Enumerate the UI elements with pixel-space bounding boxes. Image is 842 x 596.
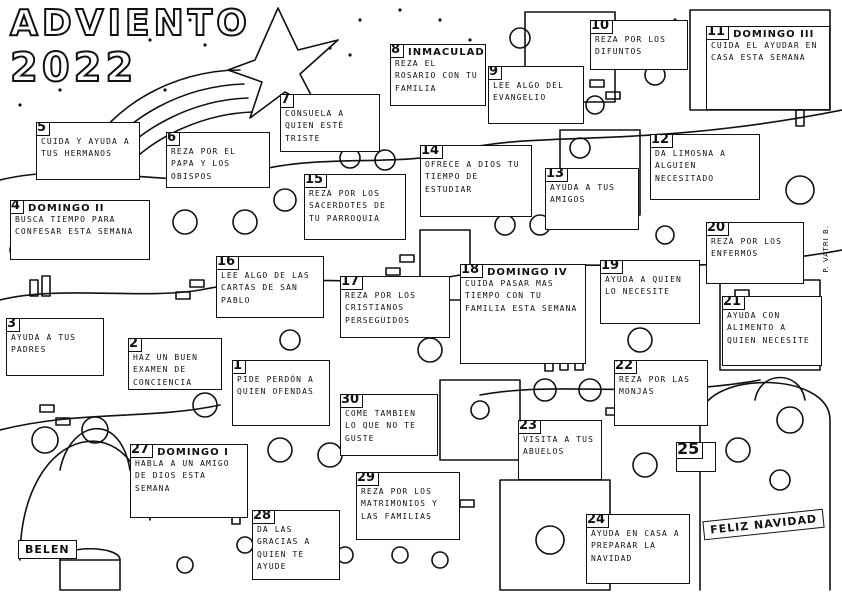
day-task: AYUDA A QUIEN LO NECESITE [605, 275, 682, 297]
day-task: CUIDA Y AYUDA A TUS HERMANOS [41, 137, 130, 159]
day-number: 14 [421, 146, 444, 159]
day-card-14: 14 OFRECE A DIOS TU TIEMPO DE ESTUDIAR [420, 145, 532, 217]
day-number: 11 [707, 27, 730, 40]
day-number: 17 [341, 277, 364, 290]
day-task: REZA POR EL PAPA Y LOS OBISPOS [171, 147, 237, 181]
day-card-7: 7 CONSUELA A QUIEN ESTÉ TRISTE [280, 94, 380, 152]
day-task: AYUDA A TUS PADRES [11, 333, 77, 355]
day-card-25: 25 [676, 442, 716, 472]
sunday-label: DOMINGO II [28, 203, 105, 214]
day-card-28: 28 DA LAS GRACIAS A QUIEN TE AYUDE [252, 510, 340, 580]
sunday-label: DOMINGO I [157, 447, 229, 458]
day-task: AYUDA EN CASA A PREPARAR LA NAVIDAD [591, 529, 680, 563]
day-card-10: 10 REZA POR LOS DIFUNTOS [590, 20, 688, 70]
day-card-6: 6 REZA POR EL PAPA Y LOS OBISPOS [166, 132, 270, 188]
day-card-15: 15 REZA POR LOS SACERDOTES DE TU PARROQU… [304, 174, 406, 240]
day-card-9: 9 LEE ALGO DEL EVANGELIO [488, 66, 584, 124]
sunday-label: DOMINGO IV [487, 267, 568, 278]
day-number: 16 [217, 257, 240, 270]
day-task: REZA POR LOS MATRIMONIOS Y LAS FAMILIAS [361, 487, 438, 521]
day-number: 6 [167, 133, 181, 146]
day-task: DA LAS GRACIAS A QUIEN TE AYUDE [257, 525, 311, 572]
day-card-3: 3 AYUDA A TUS PADRES [6, 318, 104, 376]
day-card-30: 30 COME TAMBIEN LO QUE NO TE GUSTE [340, 394, 438, 456]
day-number: 8 [391, 45, 405, 58]
day-number: 19 [601, 261, 624, 274]
day-number: 22 [615, 361, 638, 374]
calendar-title: ADVIENTO 2022 [9, 3, 251, 91]
day-number: 29 [357, 473, 380, 486]
day-task: HAZ UN BUEN EXAMEN DE CONCIENCIA [133, 353, 199, 387]
day-task: LEE ALGO DE LAS CARTAS DE SAN PABLO [221, 271, 310, 305]
day-task: REZA POR LOS ENFERMOS [711, 237, 782, 259]
day-number: 21 [723, 297, 746, 310]
day-card-17: 17 REZA POR LOS CRISTIANOS PERSEGUIDOS [340, 276, 450, 338]
day-task: REZA POR LOS CRISTIANOS PERSEGUIDOS [345, 291, 416, 325]
day-card-21: 21 AYUDA CON ALIMENTO A QUIEN NECESITE [722, 296, 822, 366]
day-card-22: 22 REZA POR LAS MONJAS [614, 360, 708, 426]
day-task: REZA POR LOS SACERDOTES DE TU PARROQUIA [309, 189, 386, 223]
day-card-16: 16 LEE ALGO DE LAS CARTAS DE SAN PABLO [216, 256, 324, 318]
title-line-1: ADVIENTO [9, 3, 251, 44]
day-task: HABLA A UN AMIGO DE DIOS ESTA SEMANA [135, 459, 230, 493]
day-number: 12 [651, 135, 674, 148]
day-number: 10 [591, 21, 614, 34]
day-task: REZA POR LAS MONJAS [619, 375, 690, 397]
day-task: REZA POR LOS DIFUNTOS [595, 35, 666, 57]
day-card-19: 19 AYUDA A QUIEN LO NECESITE [600, 260, 700, 324]
day-card-12: 12 DA LIMOSNA A ALGUIEN NECESITADO [650, 134, 760, 200]
day-card-13: 13 AYUDA A TUS AMIGOS [545, 168, 639, 230]
day-task: OFRECE A DIOS TU TIEMPO DE ESTUDIAR [425, 160, 520, 194]
sunday-label: DOMINGO III [733, 29, 815, 40]
day-card-24: 24 AYUDA EN CASA A PREPARAR LA NAVIDAD [586, 514, 690, 584]
day-task: LEE ALGO DEL EVANGELIO [493, 81, 564, 103]
day-number: 2 [129, 339, 143, 352]
artist-signature: P. VATRI B. [822, 225, 830, 273]
day-card-5: 5 CUIDA Y AYUDA A TUS HERMANOS [36, 122, 140, 180]
day-number: 18 [461, 265, 484, 278]
day-number: 1 [233, 361, 247, 374]
day-number: 23 [519, 421, 542, 434]
day-task: REZA EL ROSARIO CON TU FAMILIA [395, 59, 478, 93]
day-task: CUIDA PASAR MAS TIEMPO CON TU FAMILIA ES… [465, 279, 578, 313]
day-card-29: 29 REZA POR LOS MATRIMONIOS Y LAS FAMILI… [356, 472, 460, 540]
day-number: 4 [11, 201, 25, 214]
day-number: 5 [37, 123, 51, 136]
day-number: 27 [131, 445, 154, 458]
day-task: CUIDA EL AYUDAR EN CASA ESTA SEMANA [711, 41, 818, 63]
day-number: 30 [341, 395, 364, 408]
title-line-2: 2022 [9, 45, 138, 91]
day-task: DA LIMOSNA A ALGUIEN NECESITADO [655, 149, 726, 183]
day-task: AYUDA A TUS AMIGOS [550, 183, 616, 205]
day-task: COME TAMBIEN LO QUE NO TE GUSTE [345, 409, 416, 443]
day-task: CONSUELA A QUIEN ESTÉ TRISTE [285, 109, 345, 143]
day-card-20: 20 REZA POR LOS ENFERMOS [706, 222, 804, 284]
day-number: 3 [7, 319, 21, 332]
day-number: 25 [677, 443, 704, 459]
belen-label: BELEN [18, 540, 77, 559]
day-number: 28 [253, 511, 276, 524]
day-card-1: 1 PIDE PERDÓN A QUIEN OFENDAS [232, 360, 330, 426]
day-number: 13 [546, 169, 569, 182]
day-task: AYUDA CON ALIMENTO A QUIEN NECESITE [727, 311, 810, 345]
day-card-2: 2 HAZ UN BUEN EXAMEN DE CONCIENCIA [128, 338, 222, 390]
day-task: PIDE PERDÓN A QUIEN OFENDAS [237, 375, 314, 397]
sunday-label: INMACULADA [408, 47, 486, 58]
day-number: 24 [587, 515, 610, 528]
day-number: 20 [707, 223, 730, 236]
day-number: 9 [489, 67, 503, 80]
day-number: 15 [305, 175, 328, 188]
day-card-23: 23 VISITA A TUS ABUELOS [518, 420, 602, 480]
day-task: VISITA A TUS ABUELOS [523, 435, 594, 457]
day-number: 7 [281, 95, 295, 108]
day-task: BUSCA TIEMPO PARA CONFESAR ESTA SEMANA [15, 215, 134, 237]
